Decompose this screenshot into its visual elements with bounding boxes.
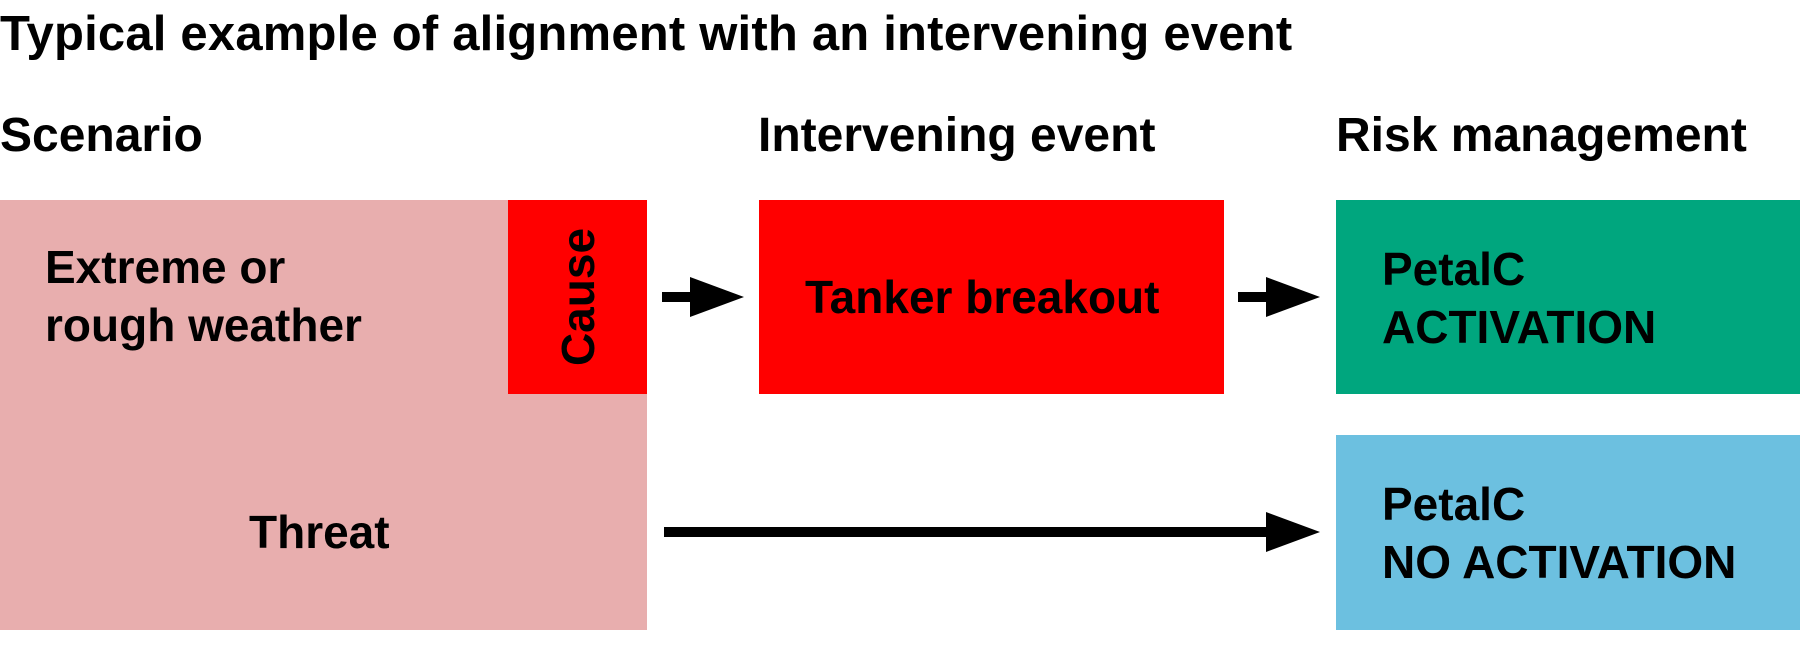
scenario-box: Extreme or rough weather Threat [0, 200, 647, 630]
no-activation-box: PetalC NO ACTIVATION [1336, 435, 1800, 630]
arrow-cause-to-event [662, 277, 744, 317]
arrow-event-to-activation [1238, 277, 1320, 317]
arrow-threat-to-no-activation [664, 512, 1320, 552]
tanker-breakout-label: Tanker breakout [805, 271, 1160, 323]
diagram-title: Typical example of alignment with an int… [0, 7, 1293, 61]
activation-line1: PetalC [1382, 243, 1526, 295]
risk-management-header: Risk management [1336, 109, 1747, 162]
no-activation-line1: PetalC [1382, 478, 1526, 530]
no-activation-line2: NO ACTIVATION [1382, 536, 1737, 588]
tanker-breakout-box: Tanker breakout [759, 200, 1224, 394]
scenario-text-line2: rough weather [45, 299, 362, 351]
intervening-event-header: Intervening event [758, 109, 1156, 162]
activation-line2: ACTIVATION [1382, 301, 1657, 353]
activation-box: PetalC ACTIVATION [1336, 200, 1800, 394]
cause-box: Cause [508, 200, 647, 394]
threat-label: Threat [249, 506, 390, 558]
scenario-header: Scenario [0, 109, 203, 162]
scenario-text-line1: Extreme or [45, 241, 286, 293]
